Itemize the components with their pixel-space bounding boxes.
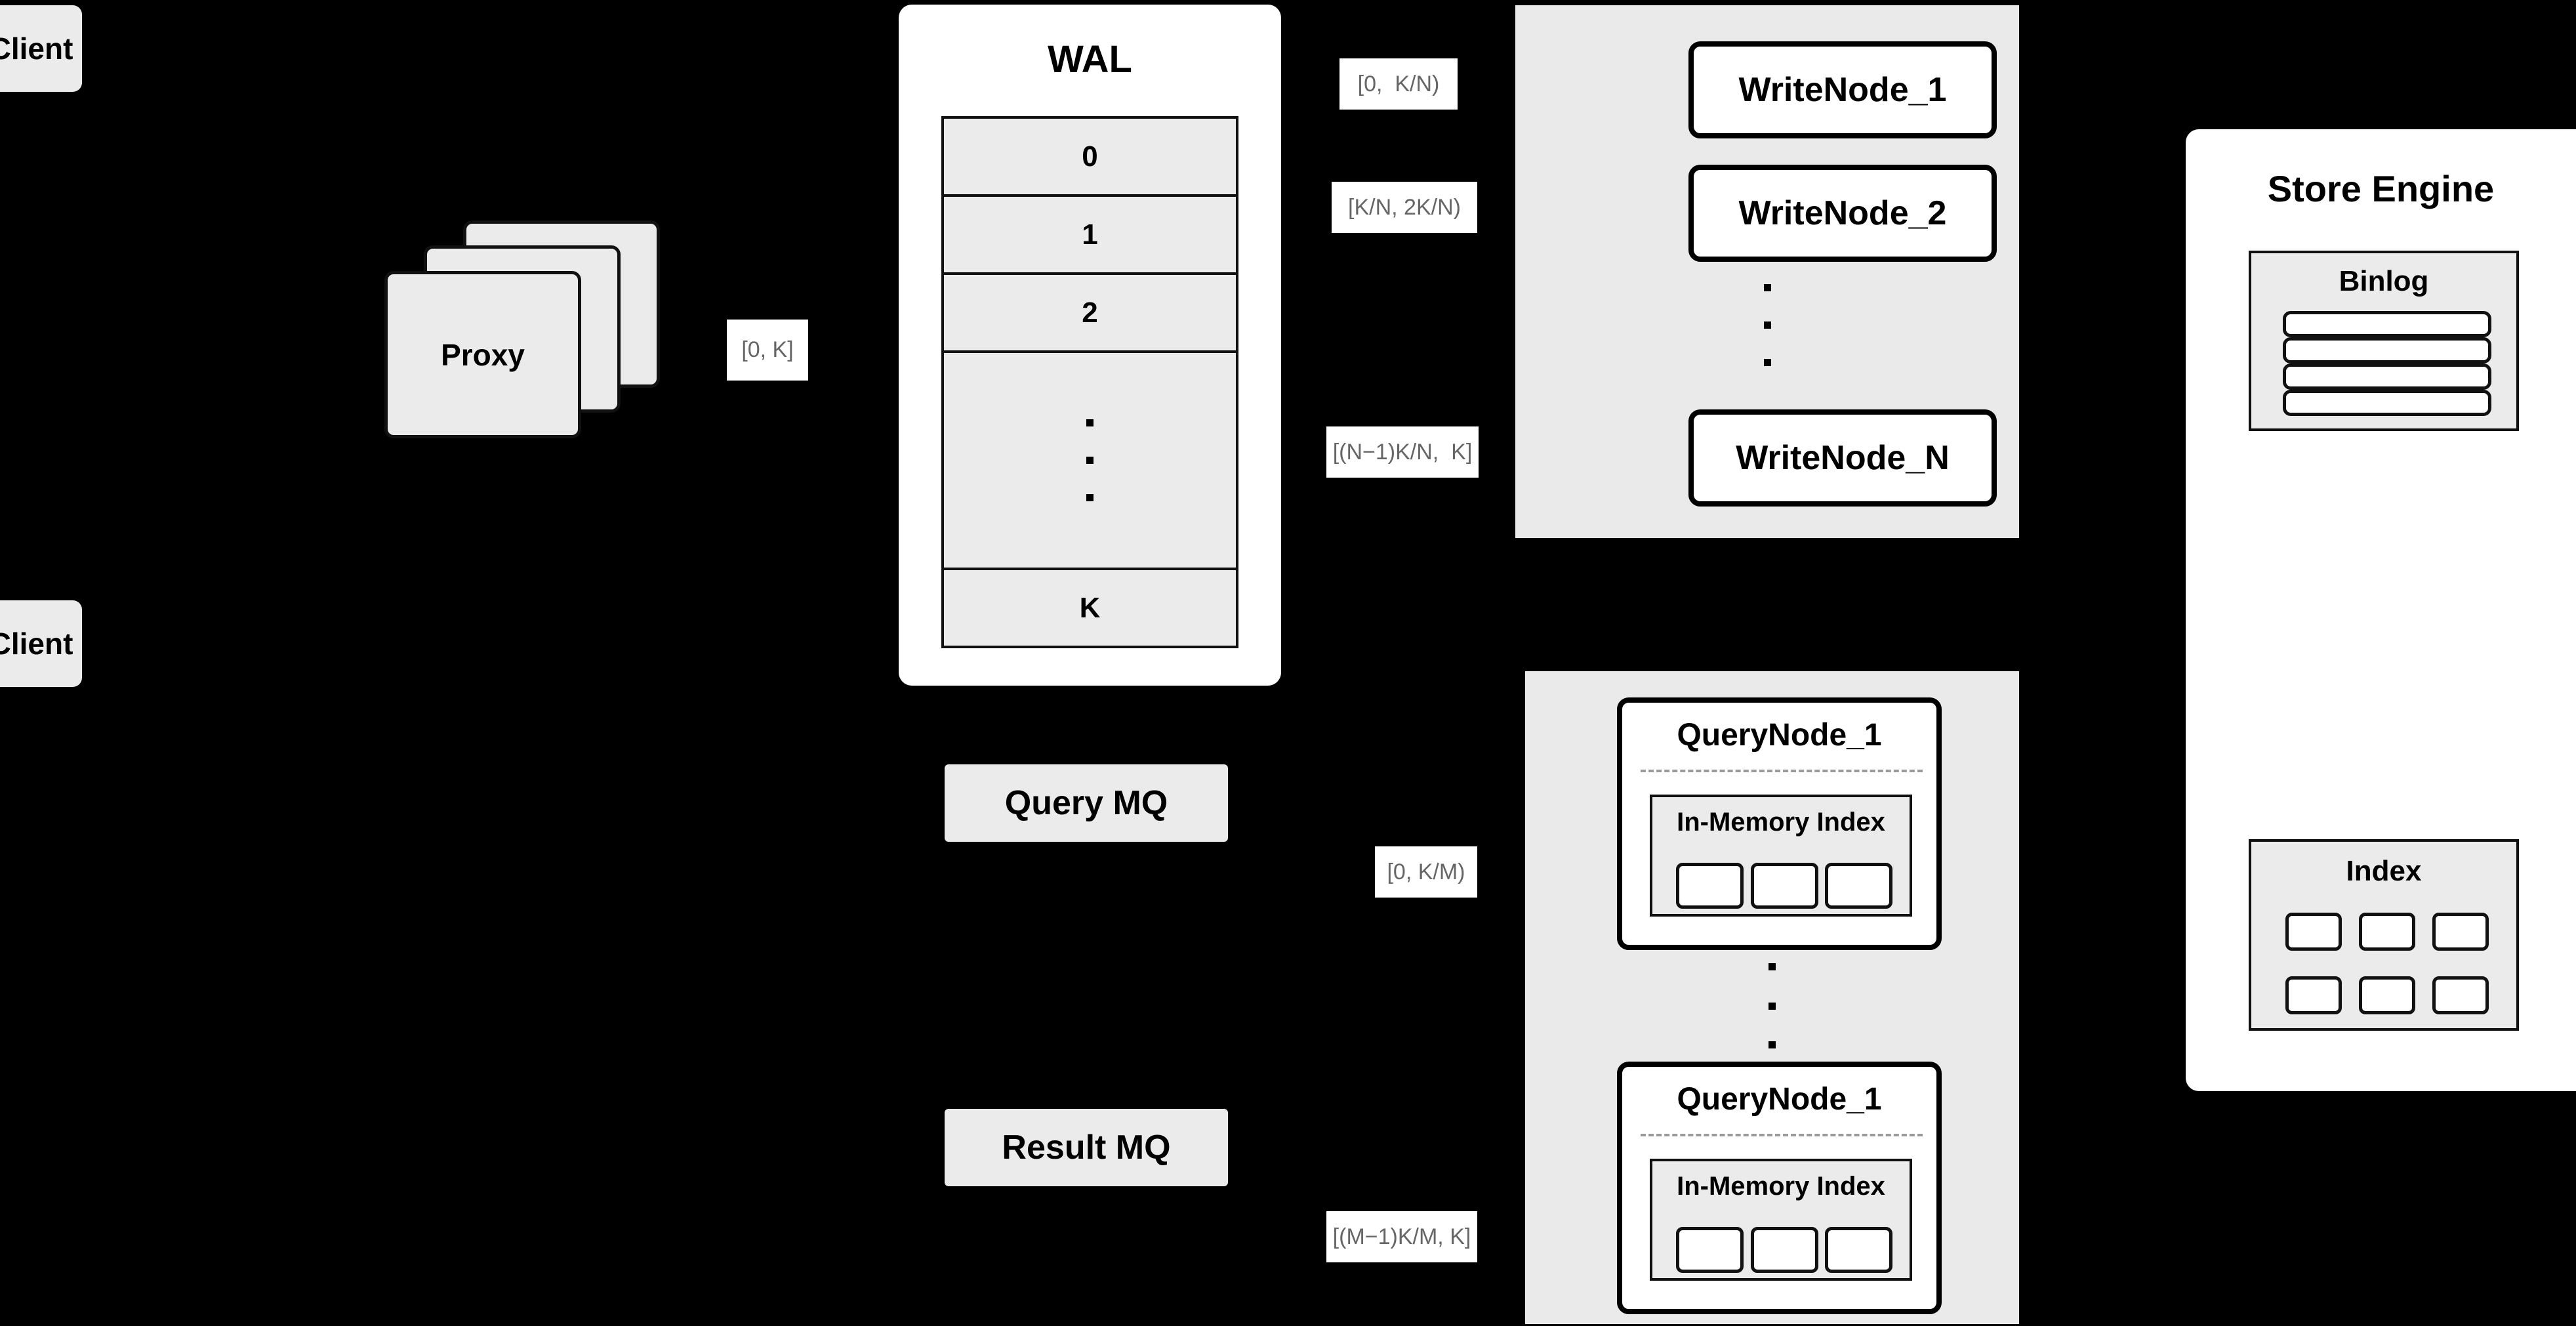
result-mq-label: Result MQ: [1002, 1129, 1171, 1167]
index-cell-1[interactable]: [2285, 913, 2342, 951]
write-cluster-ellipsis-dots: [1515, 284, 2019, 366]
write-node-n-label: WriteNode_N: [1736, 439, 1950, 477]
edge-label-wal-to-writenode-n-text: [(N−1)K/N, K]: [1332, 439, 1473, 465]
edge-label-proxy-to-wal-text: [0, K]: [741, 337, 794, 362]
query-mq-label: Query MQ: [1004, 784, 1168, 822]
wal-ellipsis-dots: [1086, 419, 1094, 501]
proxy-label: Proxy: [441, 337, 525, 372]
index-cell-grid: [2285, 913, 2489, 1014]
wal-entry-2[interactable]: 2: [941, 274, 1238, 352]
wal-entry-1-label: 1: [1082, 218, 1098, 251]
client-label-1: Client: [0, 31, 73, 66]
query-node-1-separator: [1641, 770, 1923, 772]
result-mq-box[interactable]: Result MQ: [945, 1109, 1228, 1186]
wal-entry-0-label: 0: [1082, 140, 1098, 173]
wal-entry-0[interactable]: 0: [941, 116, 1238, 196]
wal-entry-1[interactable]: 1: [941, 196, 1238, 274]
query-node-m-index-cell-1[interactable]: [1676, 1227, 1744, 1273]
edge-label-wal-to-writenode-2-text: [K/N, 2K/N): [1348, 194, 1461, 220]
client-box-1[interactable]: Client: [0, 5, 82, 92]
index-cell-4[interactable]: [2285, 976, 2342, 1014]
binlog-row-3[interactable]: [2283, 363, 2491, 390]
query-node-1-label: QueryNode_1: [1677, 718, 1882, 753]
binlog-row-4[interactable]: [2283, 390, 2491, 416]
index-cell-6[interactable]: [2432, 976, 2489, 1014]
binlog-box: Binlog: [2249, 251, 2519, 431]
edge-label-mq-to-querynode-m-text: [(M−1)K/M, K]: [1332, 1224, 1471, 1249]
binlog-row-list: [2283, 311, 2491, 416]
index-cell-3[interactable]: [2432, 913, 2489, 951]
query-node-m-label: QueryNode_1: [1677, 1082, 1882, 1117]
write-node-1-label: WriteNode_1: [1738, 71, 1947, 109]
wal-entry-k[interactable]: K: [941, 569, 1238, 648]
wal-entry-k-label: K: [1079, 591, 1101, 624]
proxy-stack[interactable]: Proxy: [384, 220, 660, 438]
query-node-m-index-cell-3[interactable]: [1825, 1227, 1892, 1273]
query-node-1-inmemory-index: In-Memory Index: [1650, 795, 1912, 917]
query-node-1-index-title: In-Memory Index: [1677, 808, 1885, 837]
edge-label-wal-to-writenode-1-text: [0, K/N): [1357, 71, 1440, 96]
write-node-2[interactable]: WriteNode_2: [1688, 165, 1997, 262]
write-node-cluster-panel: WriteNode_1 WriteNode_2 WriteNode_N: [1515, 5, 2019, 538]
query-node-1-index-cell-row: [1676, 863, 1892, 909]
index-box: Index: [2249, 839, 2519, 1031]
wal-entry-ellipsis: [941, 352, 1238, 569]
query-node-m[interactable]: QueryNode_1 In-Memory Index: [1617, 1062, 1942, 1314]
index-title: Index: [2346, 855, 2422, 887]
wal-panel: WAL 0 1 2 K: [899, 5, 1281, 686]
edge-label-mq-to-querynode-1: [0, K/M): [1375, 846, 1477, 898]
edge-label-proxy-to-wal: [0, K]: [727, 320, 808, 381]
query-cluster-ellipsis-dots: [1525, 963, 2019, 1048]
write-node-n[interactable]: WriteNode_N: [1688, 409, 1997, 507]
binlog-row-2[interactable]: [2283, 337, 2491, 363]
query-node-m-index-title: In-Memory Index: [1677, 1172, 1885, 1201]
edge-label-wal-to-writenode-n: [(N−1)K/N, K]: [1326, 426, 1479, 478]
edge-label-mq-to-querynode-m: [(M−1)K/M, K]: [1326, 1211, 1477, 1262]
write-node-1[interactable]: WriteNode_1: [1688, 41, 1997, 138]
binlog-row-1[interactable]: [2283, 311, 2491, 337]
query-node-cluster-panel: QueryNode_1 In-Memory Index QueryNode_1 …: [1525, 671, 2019, 1324]
query-mq-box[interactable]: Query MQ: [945, 764, 1228, 842]
query-node-m-index-cell-2[interactable]: [1750, 1227, 1818, 1273]
wal-entry-list: 0 1 2 K: [941, 116, 1238, 648]
query-node-m-index-cell-row: [1676, 1227, 1892, 1273]
client-label-2: Client: [0, 627, 73, 661]
store-engine-title: Store Engine: [2267, 168, 2495, 209]
edge-label-wal-to-writenode-2: [K/N, 2K/N): [1332, 182, 1477, 233]
client-box-2[interactable]: Client: [0, 600, 82, 687]
query-node-1-index-cell-2[interactable]: [1750, 863, 1818, 909]
query-node-1-index-cell-3[interactable]: [1825, 863, 1892, 909]
proxy-stack-card-front[interactable]: Proxy: [384, 271, 581, 438]
edge-label-wal-to-writenode-1: [0, K/N): [1339, 58, 1458, 110]
wal-title: WAL: [1048, 38, 1132, 81]
query-node-1-index-cell-1[interactable]: [1676, 863, 1744, 909]
write-node-2-label: WriteNode_2: [1738, 194, 1947, 232]
index-cell-2[interactable]: [2359, 913, 2415, 951]
index-cell-5[interactable]: [2359, 976, 2415, 1014]
query-node-m-inmemory-index: In-Memory Index: [1650, 1159, 1912, 1281]
edge-label-mq-to-querynode-1-text: [0, K/M): [1387, 859, 1465, 884]
wal-entry-2-label: 2: [1082, 296, 1098, 329]
binlog-title: Binlog: [2339, 265, 2429, 297]
query-node-1[interactable]: QueryNode_1 In-Memory Index: [1617, 697, 1942, 950]
store-engine-panel: Store Engine Binlog Index: [2186, 129, 2576, 1091]
query-node-m-separator: [1641, 1134, 1923, 1136]
